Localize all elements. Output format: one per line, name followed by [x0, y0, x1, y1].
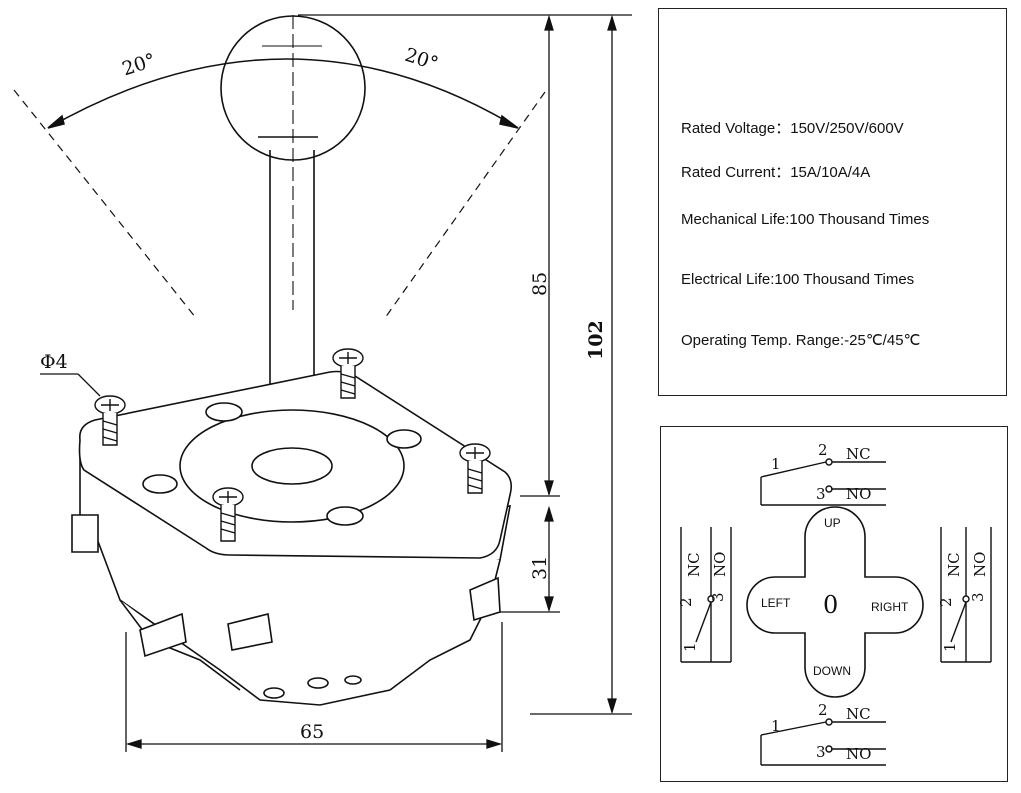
right-pin2: 2	[937, 597, 955, 607]
switch-left	[680, 527, 732, 663]
left-pin1: 1	[681, 642, 699, 652]
angle-label-right: 20°	[402, 44, 441, 75]
height-dimension-lines	[298, 14, 632, 715]
rated-current-text: Rated Current：15A/10A/4A	[681, 164, 871, 181]
switch-bottom	[760, 718, 886, 766]
left-no: NO	[711, 552, 729, 577]
left-nc: NC	[685, 552, 703, 577]
right-nc: NC	[945, 552, 963, 577]
bottom-nc: NC	[846, 705, 871, 723]
mechanical-life-text: Mechanical Life:100 Thousand Times	[681, 211, 930, 228]
bottom-pin2: 2	[818, 701, 828, 719]
height-base-label: 31	[529, 556, 551, 580]
switch-top	[760, 458, 886, 506]
bottom-no: NO	[846, 745, 871, 763]
direction-cross	[746, 506, 924, 698]
screw-leader	[40, 373, 101, 397]
screw-diameter-label: Φ4	[40, 351, 68, 373]
rated-voltage-text: Rated Voltage：150V/250V/600V	[681, 120, 904, 137]
bottom-pin3: 3	[816, 743, 826, 761]
top-pin1: 1	[771, 455, 781, 473]
operating-temp-text: Operating Temp. Range:-25℃/45℃	[681, 332, 921, 349]
right-pin3: 3	[969, 592, 987, 602]
spec-panel: Rated Voltage：150V/250V/600V Rated Curre…	[658, 8, 1007, 396]
wiring-diagram: 0 UP DOWN LEFT RIGHT 2 NC 1 3 NO	[677, 441, 992, 766]
mount-screws	[94, 348, 491, 542]
width-base-label: 65	[300, 721, 324, 743]
down-label: DOWN	[813, 664, 851, 678]
up-label: UP	[824, 516, 841, 530]
electrical-life-text: Electrical Life:100 Thousand Times	[681, 271, 915, 288]
left-pin3: 3	[709, 592, 727, 602]
top-no: NO	[846, 485, 871, 503]
wiring-panel: 0 UP DOWN LEFT RIGHT 2 NC 1 3 NO	[660, 426, 1008, 782]
switch-right	[940, 527, 992, 663]
center-label: 0	[823, 591, 838, 619]
height-lever-label: 85	[529, 272, 551, 296]
angle-label-left: 20°	[120, 49, 159, 80]
left-pin2: 2	[677, 597, 695, 607]
height-total-label: 102	[585, 320, 607, 360]
right-pin1: 1	[941, 642, 959, 652]
left-label: LEFT	[761, 596, 791, 610]
right-no: NO	[971, 552, 989, 577]
swing-angle-arc	[13, 58, 546, 319]
switch-base	[71, 370, 512, 706]
right-label: RIGHT	[871, 600, 909, 614]
bottom-pin1: 1	[771, 717, 781, 735]
top-pin2: 2	[818, 441, 828, 459]
top-pin3: 3	[816, 485, 826, 503]
joystick-drawing: 20° 20°	[13, 14, 632, 752]
top-nc: NC	[846, 445, 871, 463]
width-dimension-line	[125, 622, 503, 752]
